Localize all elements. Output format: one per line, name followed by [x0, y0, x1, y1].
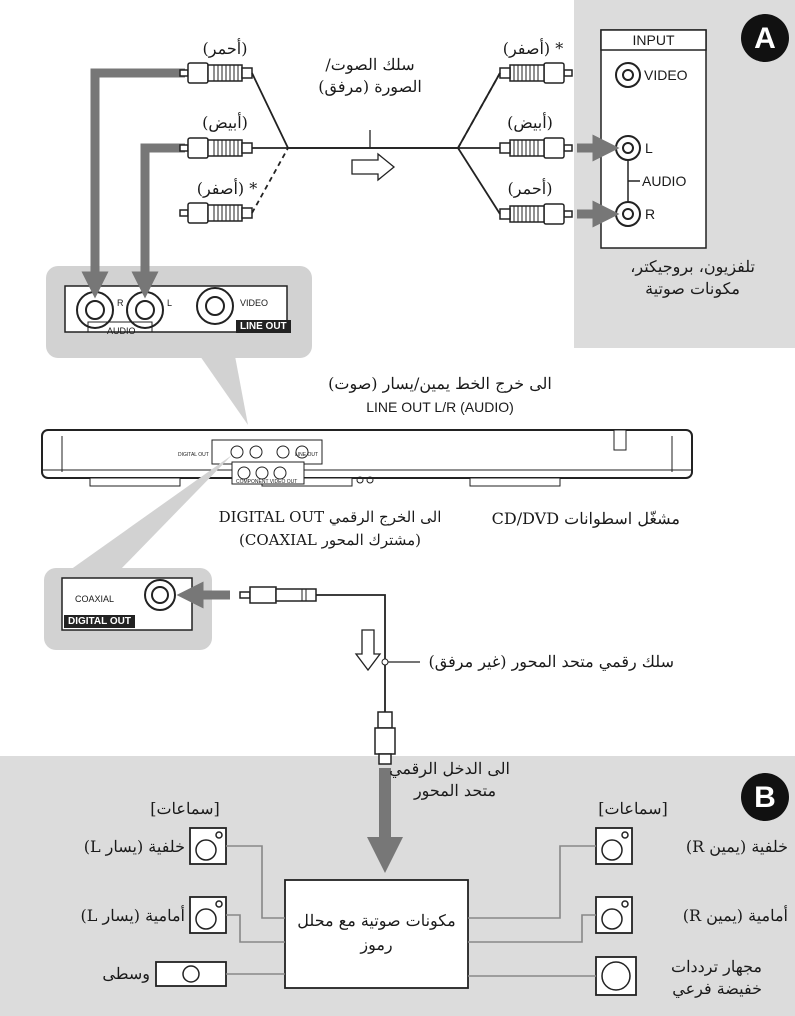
receiver-label-line2: رموز — [360, 935, 393, 954]
panel-video-label: VIDEO — [240, 298, 269, 308]
tv-audio-label: AUDIO — [642, 173, 687, 189]
player-digital-out-tag: DIGITAL OUT — [178, 452, 209, 458]
av-receiver-box — [284, 879, 469, 989]
speaker-rear-left — [189, 827, 227, 865]
coax-plug-bottom — [374, 711, 396, 765]
tv-r-label: R — [645, 206, 656, 222]
right-yellow-plug — [499, 62, 573, 84]
coax-input-label-line2: متحد المحور — [413, 781, 497, 800]
left-plug-label-red: (أحمر) — [202, 39, 248, 58]
cable-label-line1: سلك الصوت/ — [325, 55, 415, 74]
coax-panel-digital-out: DIGITAL OUT — [64, 615, 135, 628]
coax-plug-top — [239, 586, 317, 604]
coax-cable — [316, 594, 386, 712]
coax-panel-coaxial: COAXIAL — [75, 594, 115, 604]
left-yellow-plug — [179, 202, 253, 224]
audio-video-cable — [251, 72, 501, 215]
player-line-out-tag: LINE OUT — [295, 452, 319, 458]
tv-video-label: VIDEO — [644, 67, 688, 83]
panel-l-label: L — [167, 298, 173, 308]
right-plug-label-yellow: * (أصفر) — [502, 39, 564, 58]
receiver-label-line1: مكونات صوتية مع محلل — [297, 911, 456, 930]
cable-label-line2: الصورة (مرفق) — [318, 77, 422, 96]
speakers-header-right: [سماعات] — [598, 799, 668, 818]
right-plug-label-red: (أحمر) — [507, 179, 553, 198]
panel-r-label: R — [117, 298, 124, 308]
section-b-badge — [741, 773, 789, 821]
coax-cable-label: سلك رقمي متحد المحور (غير مرفق) — [428, 652, 675, 671]
left-white-plug — [179, 137, 253, 159]
speakers-header-left: [سماعات] — [150, 799, 220, 818]
digital-out-label-line1: الى الخرج الرقمي DIGITAL OUT — [218, 508, 442, 526]
digital-out-label-line2: (مشترك المحور COAXIAL) — [239, 531, 421, 549]
input-header-box — [600, 29, 707, 51]
player-caption: مشغّل اسطوانات CD/DVD — [491, 509, 680, 528]
left-plug-label-white: (أبيض) — [202, 113, 248, 132]
coax-input-label-line1: الى الدخل الرقمي — [389, 759, 510, 778]
dvd-player-body — [41, 429, 693, 479]
speaker-rear-left-label: خلفية (يسار L) — [83, 837, 185, 856]
tv-caption-line1: تلفزيون، بروجيكتر، — [630, 257, 755, 276]
section-b-badge-label: B — [754, 781, 776, 814]
section-a-badge-label: A — [754, 22, 776, 55]
left-red-plug — [179, 62, 253, 84]
speaker-rear-right-label: خلفية (يمين R) — [685, 837, 788, 856]
speaker-front-right-label: أمامية (يمين R) — [682, 906, 788, 925]
subwoofer-label-line1: مجهار ترددات — [671, 957, 762, 976]
right-white-plug — [499, 137, 573, 159]
speaker-center-label: وسطى — [102, 964, 150, 983]
right-red-plug — [499, 203, 573, 225]
line-out-label-en: LINE OUT L/R (AUDIO) — [366, 399, 514, 415]
tv-input-header: INPUT — [632, 32, 675, 48]
cable-direction-arrow — [351, 152, 396, 182]
panel-line-out-tag: LINE OUT — [236, 320, 291, 333]
speaker-front-left-label: أمامية (يسار L) — [80, 906, 185, 925]
player-component-tag: COMPONENT VIDEO OUT — [236, 479, 298, 485]
subwoofer-label-line2: خفيضة فرعي — [672, 979, 762, 998]
tv-l-label: L — [645, 140, 653, 156]
right-plug-label-white: (أبيض) — [507, 113, 553, 132]
panel-audio-label: AUDIO — [107, 326, 136, 336]
speaker-front-left — [189, 896, 227, 934]
line-out-label-ar: الى خرج الخط يمين/يسار (صوت) — [328, 374, 552, 393]
left-plug-label-yellow: * (أصفر) — [196, 179, 258, 198]
tv-caption-line2: مكونات صوتية — [645, 279, 740, 298]
section-a-badge — [741, 14, 789, 62]
coax-direction-arrow — [354, 629, 382, 672]
